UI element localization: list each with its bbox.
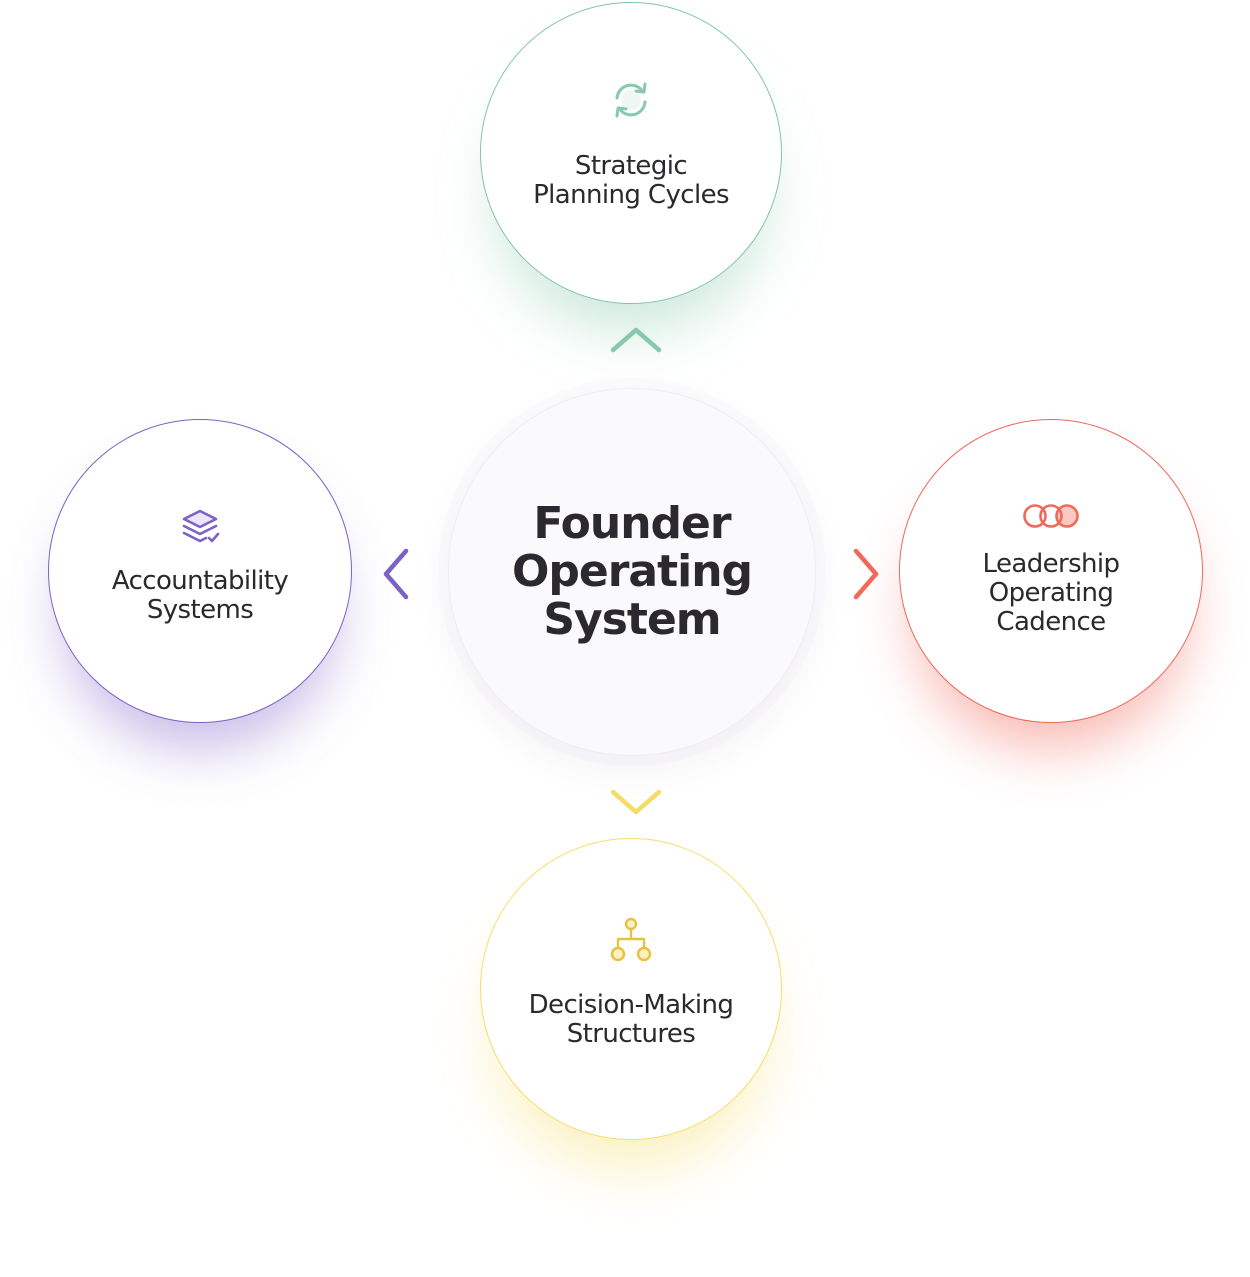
- node-label: Decision-Making Structures: [528, 990, 734, 1049]
- hierarchy-icon: [606, 915, 656, 969]
- node-leadership-operating-cadence: Leadership Operating Cadence: [899, 419, 1203, 723]
- chevron-right-icon: [848, 546, 884, 606]
- node-founder-operating-system: Founder Operating System: [448, 388, 816, 756]
- node-label: Leadership Operating Cadence: [982, 548, 1121, 637]
- chevron-down-icon: [608, 784, 664, 824]
- node-label: Accountability Systems: [111, 566, 289, 625]
- layers-check-icon: [178, 507, 222, 553]
- chevron-up-icon: [608, 322, 664, 362]
- node-label: Strategic Planning Cycles: [533, 151, 729, 210]
- node-strategic-planning-cycles: Strategic Planning Cycles: [480, 2, 782, 304]
- center-title: Founder Operating System: [511, 498, 753, 645]
- node-accountability-systems: Accountability Systems: [48, 419, 352, 723]
- node-decision-making-structures: Decision-Making Structures: [480, 838, 782, 1140]
- three-rings-icon: [1021, 502, 1081, 534]
- refresh-icon: [609, 78, 653, 126]
- chevron-left-icon: [378, 546, 414, 606]
